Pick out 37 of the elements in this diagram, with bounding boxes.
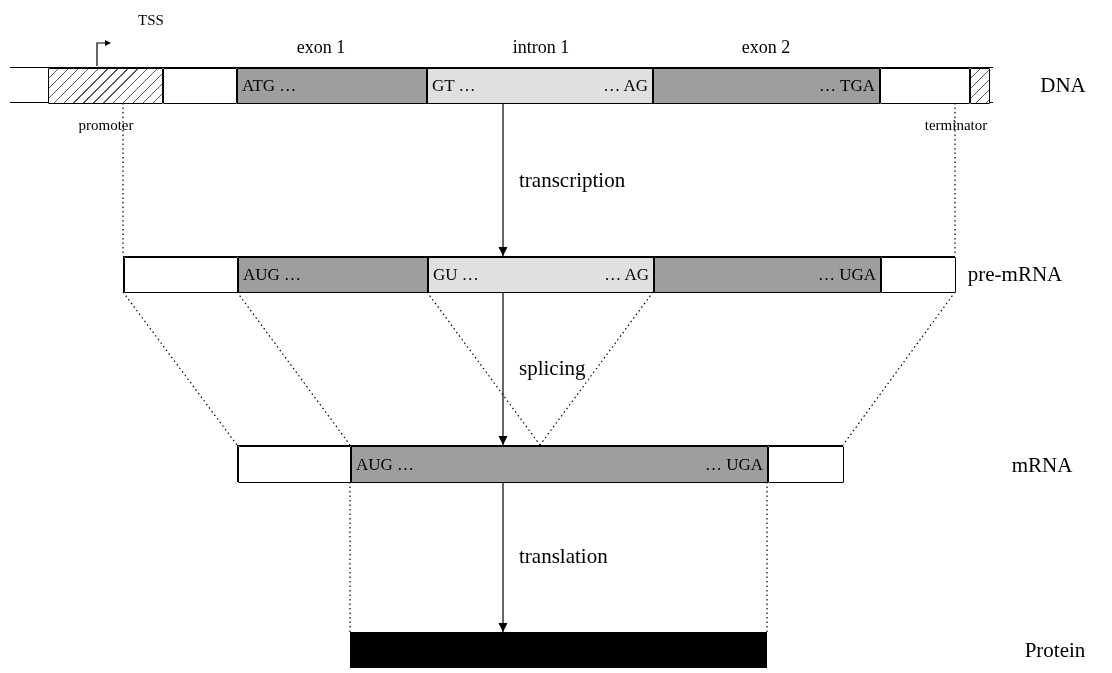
arrow xyxy=(498,291,508,446)
sequence-text: AUG … xyxy=(243,265,302,285)
sequence-text: AUG … xyxy=(356,454,415,475)
exon-segment xyxy=(654,257,881,293)
blank-segment xyxy=(163,68,237,104)
protein-bar xyxy=(350,632,767,668)
sequence-text: … AG xyxy=(603,76,648,96)
sequence-text: … UGA xyxy=(704,454,763,475)
row-label: DNA xyxy=(1040,72,1086,98)
blank-segment xyxy=(768,446,844,483)
pre-mrna-strand xyxy=(123,256,955,292)
sequence-text: … UGA xyxy=(817,265,876,285)
sequence-text: ATG … xyxy=(242,76,297,96)
blank-segment xyxy=(124,257,238,293)
sequence-text: GT … xyxy=(432,76,476,96)
exon-segment xyxy=(351,446,768,483)
region-label: intron 1 xyxy=(512,36,570,58)
region-label: terminator xyxy=(924,116,988,134)
row-label: pre-mRNA xyxy=(967,261,1063,287)
intron-segment xyxy=(428,257,654,293)
blank-segment xyxy=(881,257,956,293)
blank-segment xyxy=(238,446,351,483)
row-label: Protein xyxy=(1024,637,1086,663)
blank-segment xyxy=(880,68,970,104)
dotted-line xyxy=(122,291,238,446)
mrna-strand xyxy=(237,445,843,482)
row-label: mRNA xyxy=(1011,452,1073,478)
site-label: TSS xyxy=(138,11,164,29)
sequence-text: … AG xyxy=(604,265,649,285)
sequence-text: … TGA xyxy=(819,76,875,96)
sequence-text: GU … xyxy=(433,265,479,285)
region-label: promoter xyxy=(78,116,134,134)
region-label: exon 1 xyxy=(296,36,346,58)
arrow xyxy=(498,481,508,633)
region-label: exon 2 xyxy=(741,36,791,58)
exon-segment xyxy=(238,257,428,293)
arrow xyxy=(498,102,508,257)
